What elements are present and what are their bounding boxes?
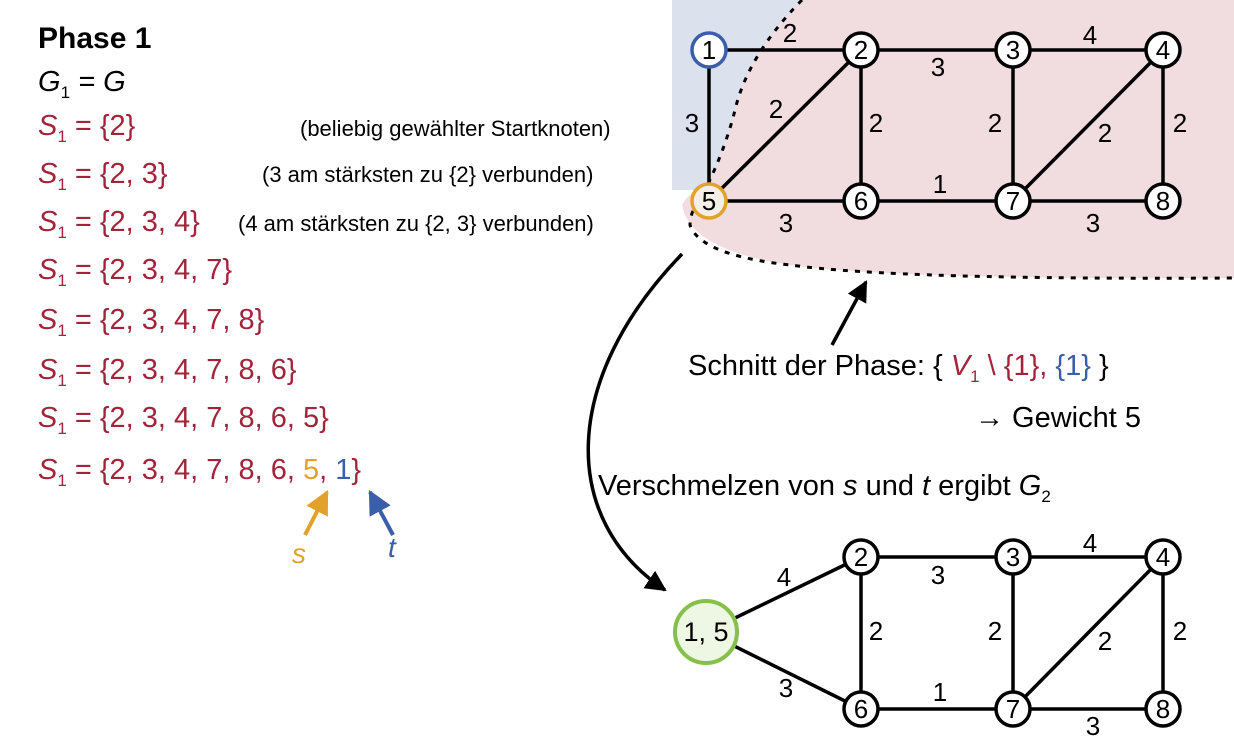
s-arrow [303, 489, 329, 536]
node-label-3: 3 [1006, 35, 1020, 65]
edge-weight-15-6: 3 [779, 673, 793, 703]
node-label-4: 4 [1156, 542, 1170, 572]
edge-weight-4-8: 2 [1173, 616, 1187, 646]
step-line: S1 = {2, 3, 4, 7} [38, 254, 233, 290]
t-label: t [388, 532, 396, 563]
edge-weight-6-7: 1 [933, 169, 947, 199]
cut-description: Schnitt der Phase: { V1 \ {1}, {1} } [688, 350, 1109, 386]
s-side-region [682, 0, 1234, 279]
edge-weight-3-4: 4 [1083, 20, 1097, 50]
edge-weight-4-8: 2 [1173, 108, 1187, 138]
step-line: S1 = {2} [38, 110, 136, 146]
s-value: 5 [303, 454, 320, 486]
node-2 [842, 31, 880, 69]
node-label-8: 8 [1156, 186, 1170, 216]
node-label-5: 5 [702, 186, 716, 216]
edge-weight-4-7: 2 [1098, 118, 1112, 148]
s-label: s [292, 538, 306, 569]
node-label-6: 6 [854, 694, 868, 724]
edge-weight-1-5: 3 [685, 108, 699, 138]
edge-weight-3-7: 2 [988, 108, 1002, 138]
step-line: S1 = {2, 3, 4, 7, 8} [38, 304, 265, 340]
node-1 [690, 31, 728, 69]
node-7 [994, 182, 1032, 220]
edge-weight-1-2: 2 [783, 18, 797, 48]
t-value: 1 [335, 454, 352, 486]
t-arrow [368, 489, 395, 536]
graph-g2: 4 3 3 4 2 2 2 2 1 3 1, 5 2 3 4 6 7 8 [673, 528, 1187, 741]
node-3 [994, 538, 1032, 576]
edge-weight-5-6: 3 [779, 208, 793, 238]
edge-2-5 [707, 48, 863, 203]
edge-4-7 [1011, 555, 1165, 711]
node-label-7: 7 [1006, 186, 1020, 216]
node-2 [842, 538, 880, 576]
edge-weight-15-2: 4 [777, 562, 791, 592]
node-7 [994, 690, 1032, 728]
edge-weight-2-5: 2 [769, 94, 783, 124]
node-label-2: 2 [854, 35, 868, 65]
graph-phase-1: 2 3 4 3 2 2 2 2 2 3 1 3 1 2 3 4 5 6 7 8 [685, 18, 1187, 238]
node-4 [1144, 31, 1182, 69]
node-8 [1144, 690, 1182, 728]
edge-weight-4-7: 2 [1098, 626, 1112, 656]
node-5 [690, 182, 728, 220]
final-step: S1 = {2, 3, 4, 7, 8, 6, 5, 1} [38, 454, 362, 490]
node-label-3: 3 [1006, 542, 1020, 572]
node-15 [673, 599, 739, 665]
node-label-8: 8 [1156, 694, 1170, 724]
edge-weight-6-7: 1 [933, 677, 947, 707]
edge-weight-2-3: 3 [931, 52, 945, 82]
step-note: (beliebig gewählter Startknoten) [300, 116, 611, 141]
node-label-6: 6 [854, 186, 868, 216]
node-label-7: 7 [1006, 694, 1020, 724]
node-6 [842, 690, 880, 728]
edge-weight-7-8: 3 [1086, 711, 1100, 741]
phase-title: Phase 1 [38, 22, 152, 55]
step-line: S1 = {2, 3} [38, 158, 168, 194]
edge-weight-2-3: 3 [931, 560, 945, 590]
node-label-4: 4 [1156, 35, 1170, 65]
node-3 [994, 31, 1032, 69]
cut-weight: → Gewicht 5 [975, 402, 1141, 434]
node-4 [1144, 538, 1182, 576]
edge-weight-7-8: 3 [1086, 208, 1100, 238]
node-8 [1144, 182, 1182, 220]
g-definition: G1 = G [38, 66, 126, 102]
step-line: S1 = {2, 3, 4, 7, 8, 6} [38, 354, 297, 390]
node-label-1: 1 [702, 35, 716, 65]
edge-weight-3-7: 2 [988, 616, 1002, 646]
merge-description: Verschmelzen von s und t ergibt G2 [598, 470, 1051, 506]
cut-pointer-arrow [830, 280, 868, 346]
node-label-15: 1, 5 [683, 617, 728, 647]
node-label-2: 2 [854, 542, 868, 572]
step-note: (3 am stärksten zu {2} verbunden) [262, 162, 594, 187]
step-note: (4 am stärksten zu {2, 3} verbunden) [238, 211, 594, 236]
edge-weight-3-4: 4 [1083, 528, 1097, 558]
merge-arrow [586, 252, 684, 592]
edge-weight-2-6: 2 [869, 108, 883, 138]
node-6 [842, 182, 880, 220]
step-line: S1 = {2, 3, 4, 7, 8, 6, 5} [38, 402, 329, 438]
cut-boundary [688, 0, 1234, 280]
edge-weight-2-6: 2 [869, 616, 883, 646]
step-line: S1 = {2, 3, 4} [38, 206, 200, 242]
edge-4-7 [1011, 48, 1165, 203]
